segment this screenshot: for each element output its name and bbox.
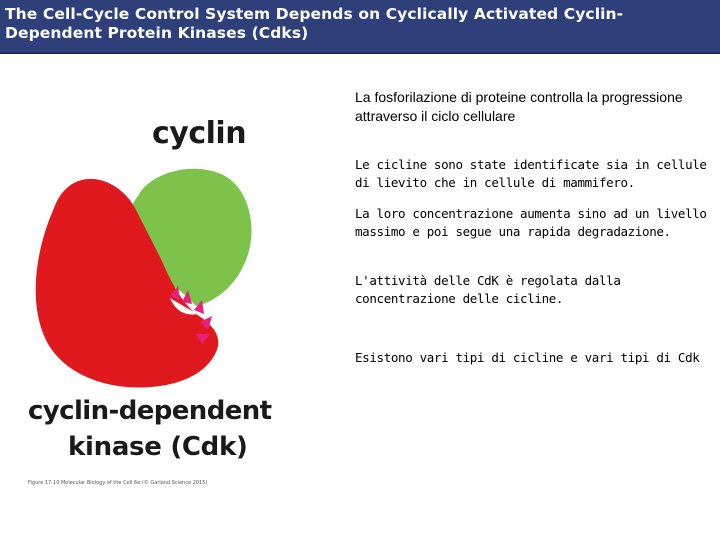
- figure-credit: Figure 17-10 Molecular Biology of the Ce…: [28, 480, 208, 486]
- bullet-text: Esistono vari tipi di cicline e vari tip…: [355, 350, 700, 365]
- arrow-icon: [196, 334, 210, 344]
- bullet-text: Le cicline sono state identificate sia i…: [355, 157, 707, 190]
- arrow-icon: [194, 300, 204, 314]
- intro-text: La fosforilazione di proteine controlla …: [355, 89, 683, 124]
- cyclin-label: cyclin: [152, 116, 247, 151]
- arrow-icon: [170, 286, 180, 300]
- bullet-text: La loro concentrazione aumenta sino ad u…: [355, 206, 707, 239]
- slide-title: The Cell-Cycle Control System Depends on…: [5, 5, 624, 42]
- phosphorylation-arrows: [170, 286, 212, 344]
- arrow-icon: [200, 316, 212, 330]
- cyclin-cdk-figure: cyclin cyclin-dependent kinase (Cdk) Fig…: [10, 90, 310, 500]
- cdk-label-line2: kinase (Cdk): [68, 432, 248, 462]
- title-bar: The Cell-Cycle Control System Depends on…: [0, 0, 720, 54]
- arrow-icon: [182, 290, 192, 304]
- cdk-shape: [35, 178, 219, 388]
- cdk-active-site: [170, 298, 198, 315]
- cdk-label-line1: cyclin-dependent: [28, 396, 272, 426]
- cyclin-cdk-illustration: [35, 168, 252, 388]
- bullet-text: L'attività delle CdK è regolata dalla co…: [355, 273, 621, 306]
